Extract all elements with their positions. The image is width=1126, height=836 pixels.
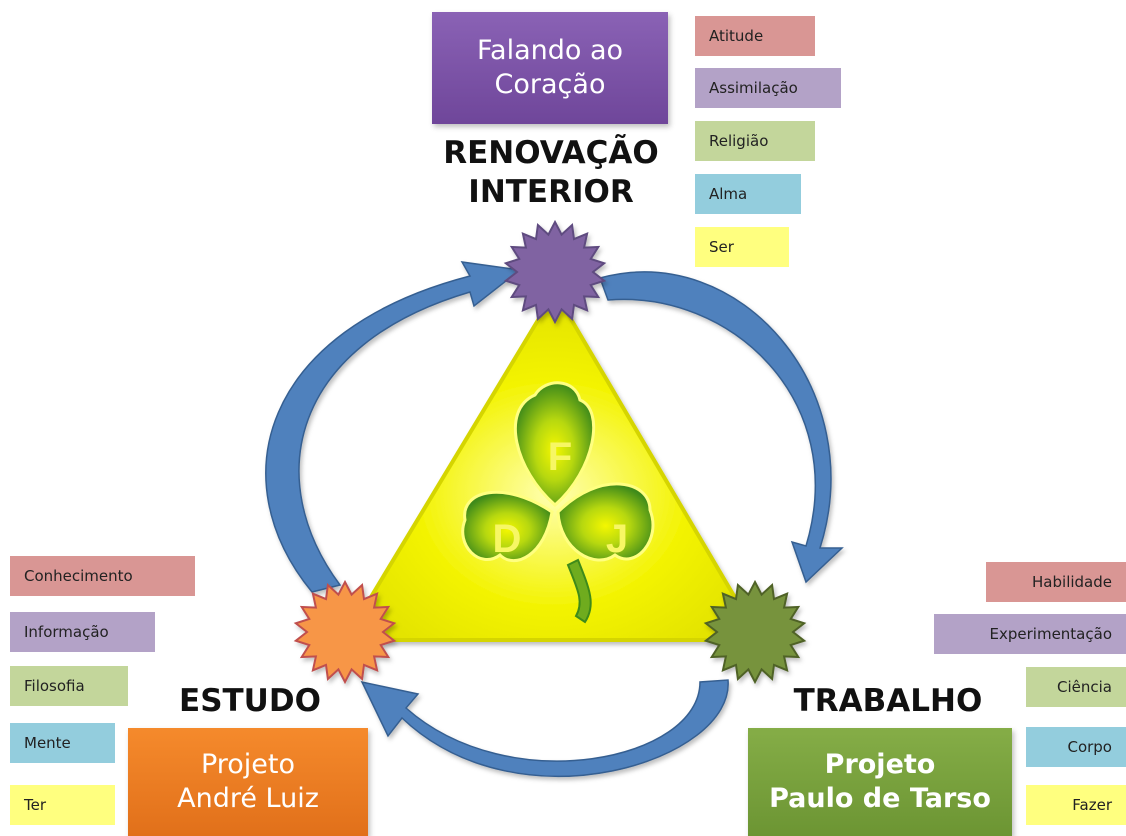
project-box-paulo-de-tarso: Projeto Paulo de Tarso xyxy=(748,728,1012,836)
top-project-line-1: Falando ao xyxy=(476,35,624,67)
tag-informacao: Informação xyxy=(10,612,155,652)
tag-assimilacao: Assimilação xyxy=(695,68,841,108)
tag-habilidade: Habilidade xyxy=(986,562,1126,602)
heading-renovacao-interior: RENOVAÇÃO INTERIOR xyxy=(420,134,682,212)
tag-ser: Ser xyxy=(695,227,789,267)
clover-letter-f: F xyxy=(548,435,572,479)
heading-trabalho: TRABALHO xyxy=(793,683,983,719)
tag-ter: Ter xyxy=(10,785,115,825)
heading-estudo: ESTUDO xyxy=(179,683,321,719)
tag-atitude: Atitude xyxy=(695,16,815,56)
heading-line-1: RENOVAÇÃO xyxy=(443,135,659,171)
tag-mente: Mente xyxy=(10,723,115,763)
top-project-line-2: Coração xyxy=(494,69,606,100)
right-project-line-1: Projeto xyxy=(824,749,936,781)
tag-religiao: Religião xyxy=(695,121,815,161)
project-box-andre-luiz: Projeto André Luiz xyxy=(128,728,368,836)
right-project-line-2: Paulo de Tarso xyxy=(769,783,991,814)
tag-filosofia: Filosofia xyxy=(10,666,128,706)
left-project-line-2: André Luiz xyxy=(177,783,319,814)
tag-fazer: Fazer xyxy=(1026,785,1126,825)
shamrock-icon xyxy=(461,381,655,624)
clover-letter-j: J xyxy=(606,517,628,561)
left-project-line-1: Projeto xyxy=(200,749,296,781)
orange-star-burst xyxy=(293,579,397,685)
clover-letter-d: D xyxy=(493,517,522,561)
purple-star-burst xyxy=(503,219,607,325)
tag-experimentacao: Experimentação xyxy=(934,614,1126,654)
tag-alma: Alma xyxy=(695,174,801,214)
curved-arrow-bottom xyxy=(360,679,729,778)
tag-ciencia: Ciência xyxy=(1026,667,1126,707)
project-box-falando-ao-coracao: Falando ao Coração xyxy=(432,12,668,124)
curved-arrow-right xyxy=(599,271,844,584)
tag-corpo: Corpo xyxy=(1026,727,1126,767)
heading-line-2: INTERIOR xyxy=(468,173,634,210)
green-star-burst xyxy=(703,579,807,685)
tag-conhecimento: Conhecimento xyxy=(10,556,195,596)
